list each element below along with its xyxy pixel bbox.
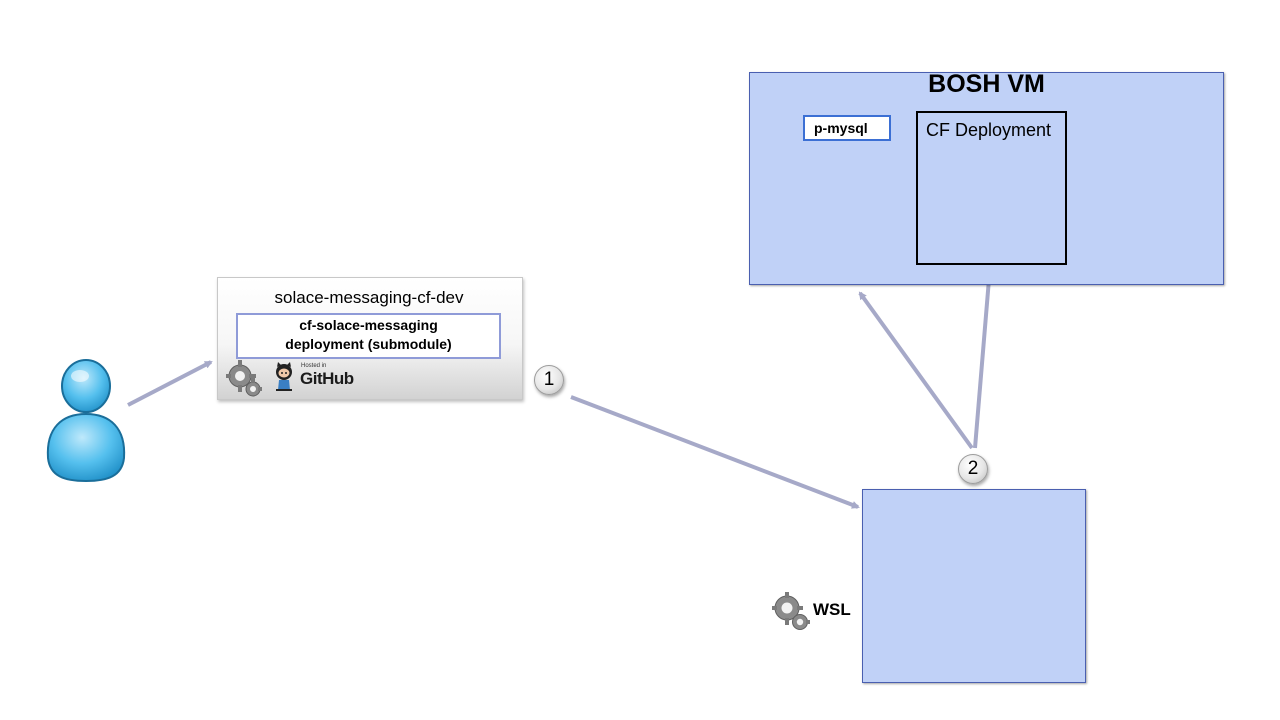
bosh-vm-title: BOSH VM <box>928 70 1045 98</box>
step-2-badge: 2 <box>958 454 988 484</box>
submodule-label-line1: cf-solace-messaging <box>299 317 438 333</box>
wsl-label: WSL <box>813 600 851 619</box>
p-mysql-box: p-mysql <box>803 115 891 141</box>
gears-icon <box>226 360 262 397</box>
cf-deployment-box <box>916 111 1067 265</box>
step-1-badge: 1 <box>534 365 564 395</box>
submodule-box <box>236 313 501 359</box>
submodule-label-line2: deployment (submodule) <box>285 336 452 352</box>
arrow-step2-to-bosh-vm <box>858 291 974 450</box>
cf-deployment-label: CF Deployment <box>926 120 1052 140</box>
github-octocat-icon <box>276 362 292 391</box>
gears-icon <box>772 592 810 630</box>
repo-title: solace-messaging-cf-dev <box>274 288 464 307</box>
arrow-step2-to-cf-deployment <box>973 265 994 449</box>
user-icon <box>46 359 126 483</box>
github-wordmark: GitHub <box>300 369 354 388</box>
wsl-box <box>862 489 1086 683</box>
arrow-step1-to-wsl <box>570 395 860 509</box>
github-hosted-caption: Hosted in <box>301 363 327 369</box>
arrow-user-to-repo <box>127 360 213 407</box>
bosh-vm-box <box>749 72 1224 285</box>
